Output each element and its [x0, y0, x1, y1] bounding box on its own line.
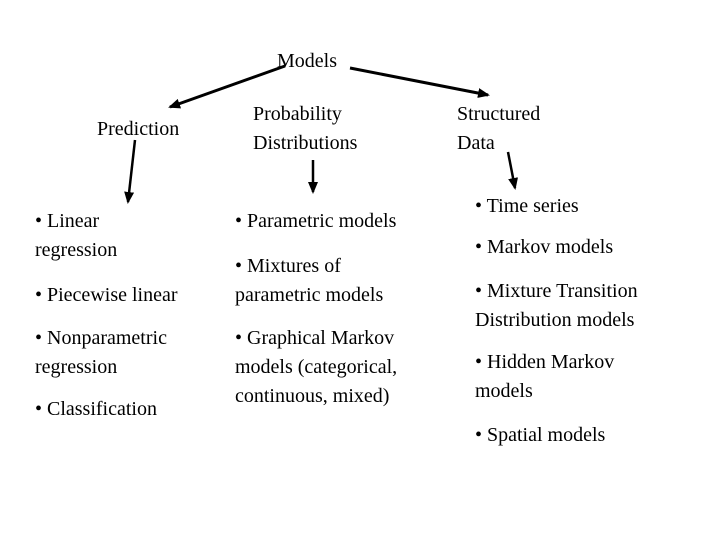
item-hidden-markov-models: • Hidden Markov models — [475, 351, 615, 402]
item-parametric-models: • Parametric models — [235, 210, 397, 232]
arrow-to-prediction — [168, 64, 286, 109]
item-linear-regression: • Linear regression — [35, 210, 118, 261]
item-markov-models: • Markov models — [475, 236, 614, 258]
item-time-series: • Time series — [475, 195, 579, 217]
item-graphical-markov-models: • Graphical Markov models (categorical, … — [235, 327, 398, 407]
item-mixtures-of-parametric-models: • Mixtures of parametric models — [235, 255, 384, 306]
header-prediction: Prediction — [97, 118, 180, 140]
item-piecewise-linear: • Piecewise linear — [35, 284, 178, 306]
arrow-to-structured-data — [349, 66, 490, 98]
item-nonparametric-regression: • Nonparametric regression — [35, 327, 167, 378]
item-classification: • Classification — [35, 398, 157, 420]
root-node-models: Models — [277, 50, 337, 72]
arrow-prediction-down — [124, 139, 137, 204]
header-probability-distributions: Probability Distributions — [253, 103, 358, 154]
arrow-structured-down — [506, 151, 518, 190]
item-spatial-models: • Spatial models — [475, 424, 606, 446]
header-structured-data: Structured Data — [457, 103, 541, 154]
item-mixture-transition-distribution-models: • Mixture Transition Distribution models — [475, 280, 638, 331]
